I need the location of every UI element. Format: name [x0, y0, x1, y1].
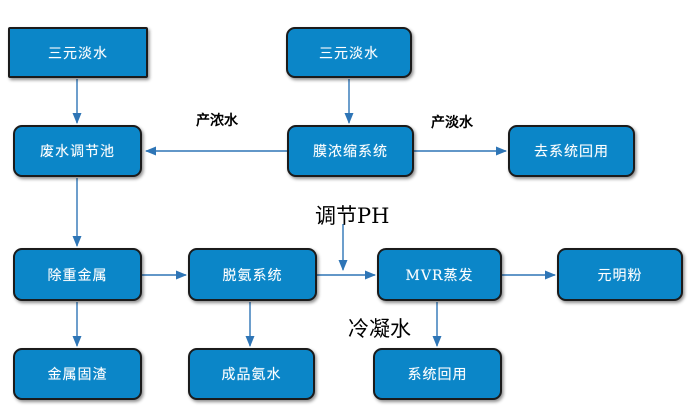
node-ternary-fresh-water-left: 三元淡水: [8, 27, 148, 78]
node-label: 除重金属: [47, 267, 108, 284]
node-heavy-metal-removal: 除重金属: [13, 248, 142, 301]
node-label: 成品氨水: [221, 367, 282, 383]
node-label: 脱氨系统: [222, 267, 283, 284]
edge-label-condensate-water: 冷凝水: [348, 317, 411, 341]
edge-label-produce-fresh-water: 产淡水: [431, 115, 473, 131]
node-to-system-reuse: 去系统回用: [508, 125, 635, 177]
node-label: 膜浓缩系统: [313, 144, 388, 160]
node-finished-ammonia-water: 成品氨水: [188, 348, 315, 400]
node-label: 系统回用: [407, 367, 468, 383]
node-system-reuse: 系统回用: [373, 348, 502, 400]
node-ternary-fresh-water-top: 三元淡水: [286, 27, 412, 78]
edge-label-produce-concentrated-water: 产浓水: [196, 113, 238, 129]
node-label: 金属固渣: [47, 367, 108, 383]
node-ammonia-stripping-system: 脱氨系统: [188, 248, 317, 301]
node-sodium-sulfate: 元明粉: [557, 248, 683, 301]
edge-label-adjust-ph: 调节PH: [315, 204, 390, 228]
node-metal-solid-residue: 金属固渣: [13, 348, 142, 400]
node-label: 废水调节池: [40, 144, 115, 160]
node-label: 去系统回用: [534, 144, 609, 160]
node-mvr-evaporation: MVR蒸发: [377, 248, 502, 301]
node-label: 三元淡水: [319, 45, 379, 62]
node-label: MVR蒸发: [405, 267, 474, 284]
node-label: 三元淡水: [48, 45, 108, 62]
node-label: 元明粉: [597, 267, 643, 284]
node-wastewater-adjust-pool: 废水调节池: [13, 125, 142, 177]
node-membrane-concentration-system: 膜浓缩系统: [287, 125, 414, 177]
